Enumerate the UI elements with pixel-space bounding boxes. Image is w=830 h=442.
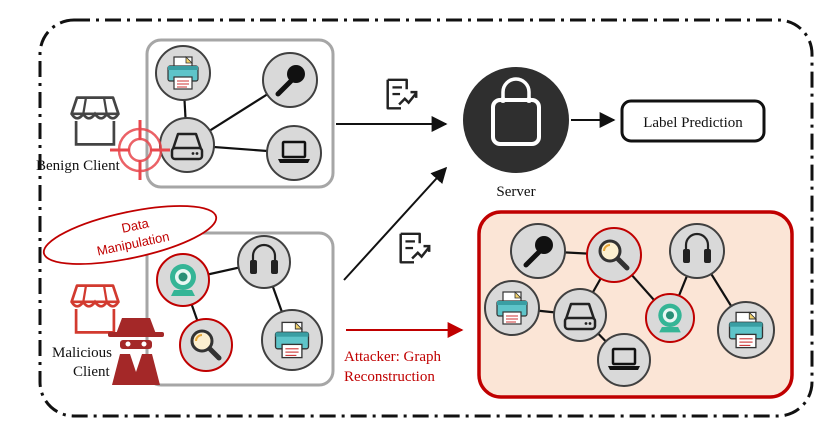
webcam-icon (658, 303, 682, 333)
reconstructed-node-printer-grey (717, 301, 775, 359)
benign-store-icon (70, 96, 120, 146)
malicious-node-magnifier (179, 318, 233, 372)
benign-client-label: Benign Client (36, 158, 121, 174)
reconstructed-node-printer-blue (484, 280, 540, 336)
malicious-client-label-line1: Malicious (52, 345, 112, 361)
benign-node-microphone (262, 52, 318, 108)
webcam-icon (170, 264, 196, 296)
document-upload-icon (399, 232, 431, 264)
outer-frame (38, 18, 814, 418)
malicious-store-icon (70, 284, 120, 334)
benign-node-laptop (266, 125, 322, 181)
malicious-client-label-line2: Client (73, 364, 110, 380)
reconstructed-node-headphones (669, 223, 725, 279)
server-node (463, 67, 569, 173)
attacker-label-line2: Reconstruction (344, 369, 435, 385)
server-label: Server (496, 184, 535, 200)
crosshair-target-icon (110, 120, 170, 180)
benign-node-printer (155, 45, 211, 101)
spy-hacker-icon (108, 318, 164, 385)
data-manipulation-label-line1: Data (120, 215, 151, 236)
reconstructed-node-hard-drive (553, 288, 607, 342)
reconstructed-node-laptop (597, 333, 651, 387)
reconstructed-node-microphone (510, 223, 566, 279)
malicious-node-webcam (156, 253, 210, 307)
label-prediction-label: Label Prediction (643, 115, 743, 131)
reconstructed-node-magnifier (586, 227, 642, 283)
label-prediction-box (620, 99, 766, 143)
reconstructed-node-webcam (645, 293, 695, 343)
malicious-upload-arrow (343, 166, 448, 281)
benign-node-hard-drive (159, 117, 215, 173)
document-upload-icon (386, 78, 418, 110)
attacker-label-line1: Attacker: Graph (344, 349, 442, 365)
shopping-bag-icon (491, 98, 541, 146)
malicious-node-headphones (237, 235, 291, 289)
malicious-node-printer (261, 309, 323, 371)
data-manipulation-callout (42, 205, 218, 265)
